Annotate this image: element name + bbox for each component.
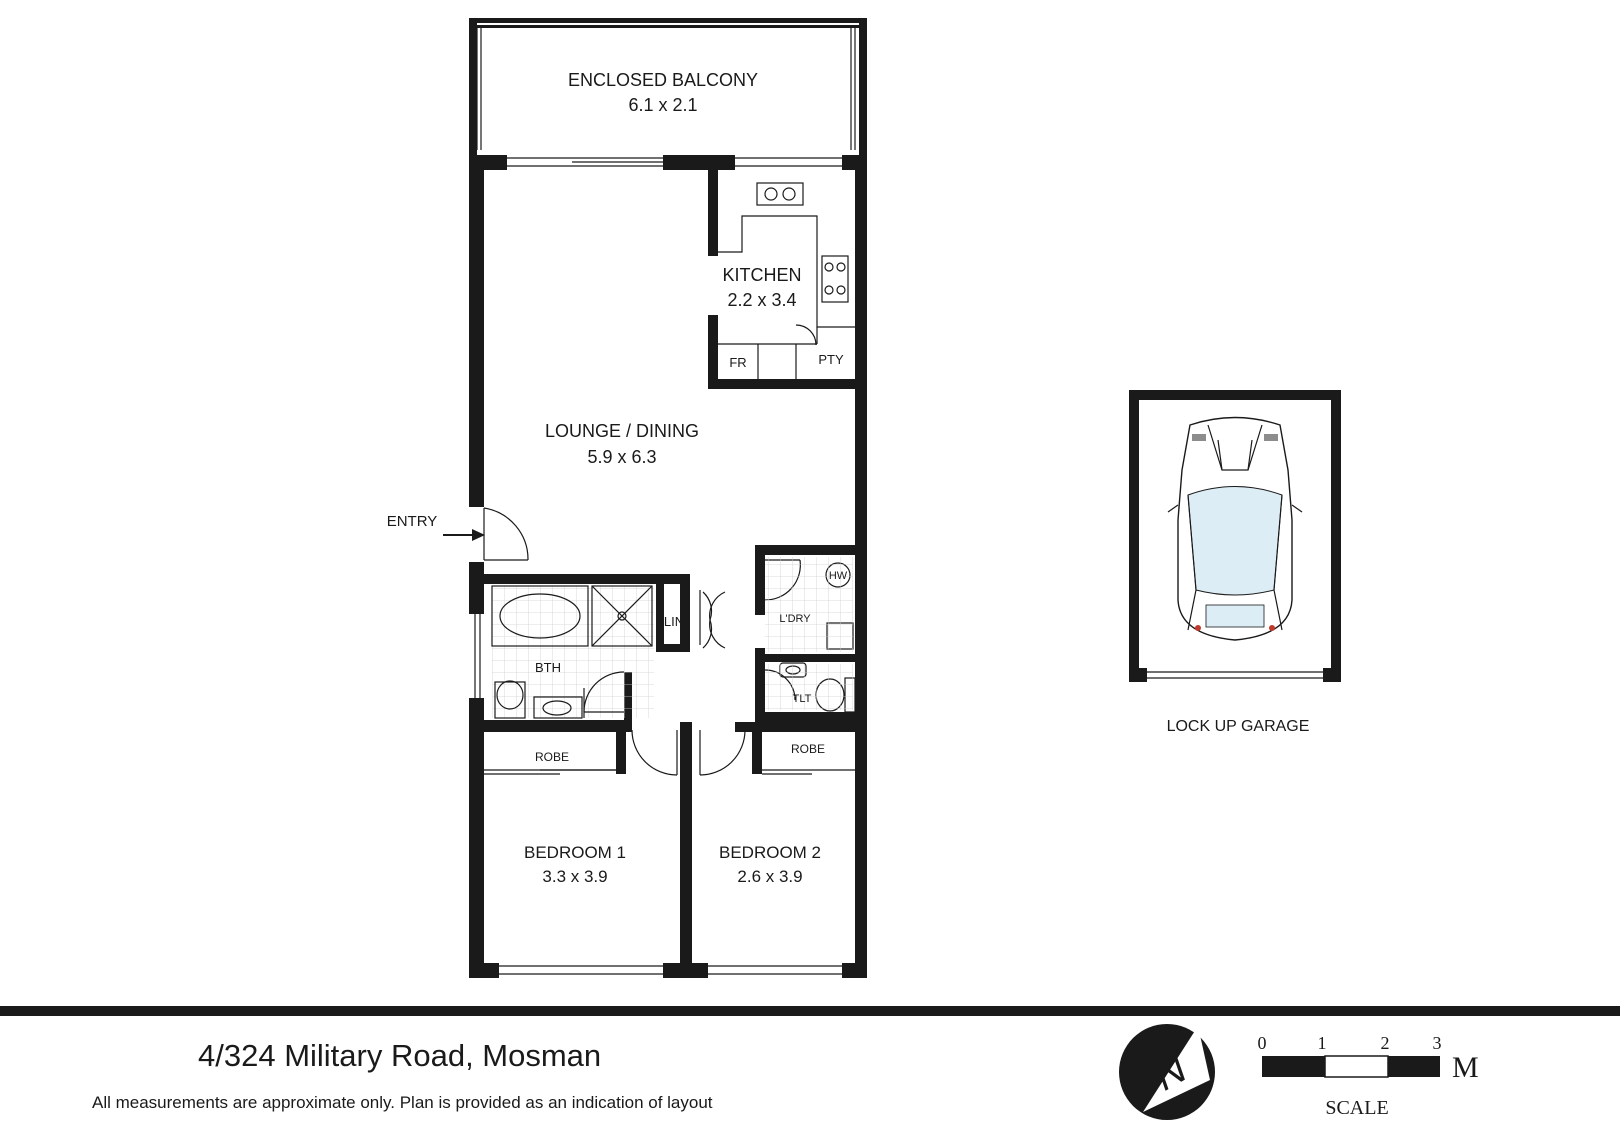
bedroom-1-name: BEDROOM 1 <box>524 843 626 862</box>
pantry-label: PTY <box>818 352 844 367</box>
linen-label: LIN <box>664 614 684 629</box>
lounge-name: LOUNGE / DINING <box>545 421 699 441</box>
bedroom-1-size: 3.3 x 3.9 <box>542 867 607 886</box>
scale-tick-1: 1 <box>1318 1033 1327 1053</box>
scale-tick-3: 3 <box>1433 1033 1442 1053</box>
footer-divider <box>0 1006 1620 1016</box>
garage-label: LOCK UP GARAGE <box>1167 718 1310 735</box>
bath-label: BTH <box>535 660 561 675</box>
disclaimer-text: All measurements are approximate only. P… <box>92 1093 713 1112</box>
balcony-size: 6.1 x 2.1 <box>628 95 697 115</box>
scale-tick-2: 2 <box>1381 1033 1390 1053</box>
lounge-size: 5.9 x 6.3 <box>587 447 656 467</box>
bedroom-2-name: BEDROOM 2 <box>719 843 821 862</box>
entry-arrow-icon <box>443 529 485 541</box>
scale-tick-0: 0 <box>1258 1033 1267 1053</box>
robe-1-label: ROBE <box>535 750 569 764</box>
entry-label: ENTRY <box>387 513 438 530</box>
car-icon <box>1167 416 1303 641</box>
hot-water-label: HW <box>829 570 848 582</box>
laundry-label: L'DRY <box>779 613 811 625</box>
garage <box>1129 390 1341 682</box>
address-title: 4/324 Military Road, Mosman <box>198 1038 601 1073</box>
toilet-label: TLT <box>793 693 812 705</box>
kitchen-size: 2.2 x 3.4 <box>727 290 796 310</box>
fridge-label: FR <box>729 355 746 370</box>
scale-label: SCALE <box>1325 1097 1388 1119</box>
robe-2-label: ROBE <box>791 742 825 756</box>
balcony-name: ENCLOSED BALCONY <box>568 70 758 90</box>
bedroom-2-size: 2.6 x 3.9 <box>737 867 802 886</box>
north-compass-icon: N <box>1119 1024 1215 1120</box>
balcony <box>469 18 867 156</box>
apartment-walls <box>469 155 867 978</box>
scale-bar: 0 1 2 3 M SCALE <box>1258 1033 1479 1119</box>
scale-unit: M <box>1452 1051 1479 1084</box>
kitchen-name: KITCHEN <box>722 265 801 285</box>
